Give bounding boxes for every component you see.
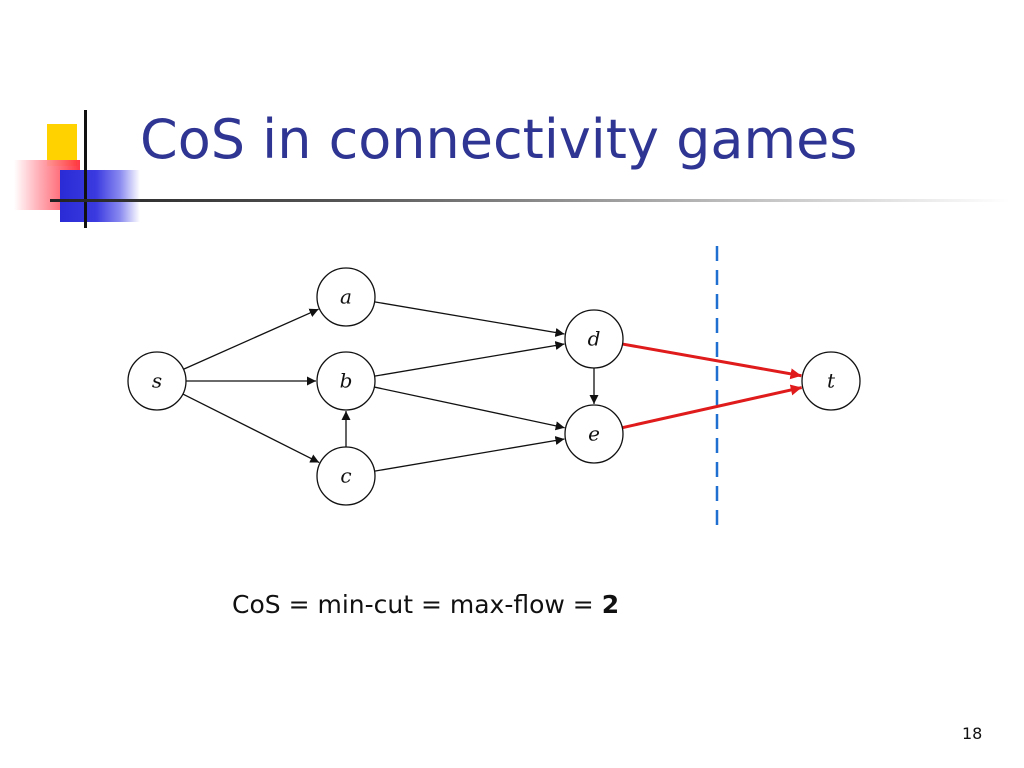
node-a: a: [316, 267, 376, 327]
node-label-t: t: [827, 369, 836, 393]
node-circle-b: [316, 351, 376, 411]
node-s: s: [127, 351, 187, 411]
decor-blue-square: [60, 170, 140, 222]
decor-yellow-square: [47, 124, 77, 166]
node-circle-e: [564, 404, 624, 464]
edge-b-e: [374, 386, 565, 431]
node-circle-c: [316, 446, 376, 506]
node-label-b: b: [340, 369, 353, 393]
cos-formula: CoS = min-cut = max-flow = 2: [232, 590, 619, 619]
node-b: b: [316, 351, 376, 411]
edge-d-t-cut: [622, 342, 802, 380]
node-circle-t: [801, 351, 861, 411]
node-d: d: [564, 309, 624, 369]
decor-horizontal-rule: [50, 199, 1010, 202]
node-label-e: e: [588, 422, 600, 446]
node-label-d: d: [588, 327, 601, 351]
decor-vertical-line: [84, 110, 87, 228]
edge-s-a: [183, 308, 319, 370]
node-label-c: c: [340, 464, 351, 488]
formula-text: CoS = min-cut = max-flow =: [232, 590, 602, 619]
page-number: 18: [962, 724, 983, 743]
edge-b-d: [374, 341, 565, 377]
node-c: c: [316, 446, 376, 506]
node-label-s: s: [152, 369, 162, 393]
node-circle-s: [127, 351, 187, 411]
slide-title: CoS in connectivity games: [140, 108, 858, 171]
node-circle-d: [564, 309, 624, 369]
edge-e-t-cut: [621, 384, 803, 430]
node-circle-a: [316, 267, 376, 327]
formula-value: 2: [601, 590, 620, 619]
edge-c-e: [374, 436, 565, 472]
edge-s-c: [182, 393, 320, 464]
node-e: e: [564, 404, 624, 464]
node-label-a: a: [340, 285, 352, 309]
edge-a-d: [374, 301, 565, 337]
node-t: t: [801, 351, 861, 411]
